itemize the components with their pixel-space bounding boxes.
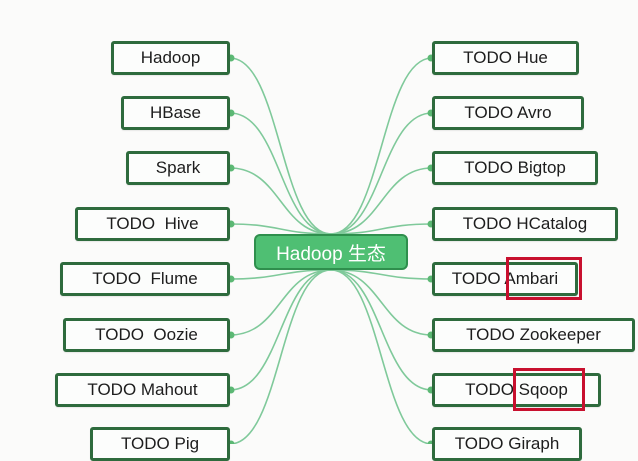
- highlight-box-5: [506, 257, 582, 300]
- left-node-6-label: TODO Oozie: [95, 325, 198, 344]
- connector-right-6: [330, 269, 433, 336]
- connector-left-5: [229, 269, 332, 280]
- right-node-1[interactable]: TODO Hue: [432, 41, 579, 75]
- left-node-4[interactable]: TODO Hive: [75, 207, 230, 241]
- left-node-7[interactable]: TODO Mahout: [55, 373, 230, 407]
- left-node-5-label: TODO Flume: [92, 269, 198, 288]
- left-node-1[interactable]: Hadoop: [111, 41, 230, 75]
- right-node-3[interactable]: TODO Bigtop: [432, 151, 598, 185]
- right-node-4[interactable]: TODO HCatalog: [432, 207, 618, 241]
- connector-right-8: [330, 269, 433, 444]
- right-node-5-label: TODO Ambari: [451, 269, 559, 288]
- left-node-8-label: TODO Pig: [120, 434, 200, 453]
- right-node-6[interactable]: TODO Zookeeper: [432, 318, 635, 352]
- connector-left-7: [229, 269, 332, 391]
- right-node-8-label: TODO Giraph: [454, 434, 560, 453]
- left-node-5[interactable]: TODO Flume: [60, 262, 230, 296]
- right-node-8[interactable]: TODO Giraph: [432, 427, 582, 461]
- connector-right-5: [330, 269, 433, 280]
- right-node-2-label: TODO Avro: [464, 103, 552, 122]
- highlight-box-7: [513, 368, 585, 411]
- right-node-4-label: TODO HCatalog: [462, 214, 588, 233]
- connector-left-3: [229, 167, 332, 235]
- connector-right-4: [330, 223, 433, 235]
- left-node-1-label: Hadoop: [140, 48, 201, 67]
- left-node-4-label: TODO Hive: [106, 214, 199, 233]
- left-node-3-label: Spark: [155, 158, 201, 177]
- connector-right-3: [330, 167, 433, 235]
- connector-left-2: [229, 112, 332, 235]
- right-node-7-label: TODO Sqoop: [465, 380, 568, 399]
- connector-left-6: [229, 269, 332, 336]
- right-node-2[interactable]: TODO Avro: [432, 96, 584, 130]
- left-node-3[interactable]: Spark: [126, 151, 230, 185]
- connector-left-1: [229, 57, 332, 235]
- left-node-7-label: TODO Mahout: [87, 380, 198, 399]
- connector-right-7: [330, 269, 433, 391]
- right-node-1-label: TODO Hue: [463, 48, 548, 67]
- left-node-6[interactable]: TODO Oozie: [63, 318, 230, 352]
- left-node-2[interactable]: HBase: [121, 96, 230, 130]
- connector-left-8: [229, 269, 332, 444]
- right-node-5[interactable]: TODO Ambari: [432, 262, 578, 296]
- center-node[interactable]: Hadoop 生态: [254, 234, 408, 270]
- connector-right-1: [330, 57, 433, 235]
- right-node-3-label: TODO Bigtop: [464, 158, 566, 177]
- mind-map-connectors: [227, 54, 435, 444]
- left-node-2-label: HBase: [149, 103, 202, 122]
- connector-left-4: [229, 223, 332, 235]
- right-node-7[interactable]: TODO Sqoop: [432, 373, 601, 407]
- connector-right-2: [330, 112, 433, 235]
- left-node-8[interactable]: TODO Pig: [90, 427, 230, 461]
- right-node-6-label: TODO Zookeeper: [466, 325, 601, 344]
